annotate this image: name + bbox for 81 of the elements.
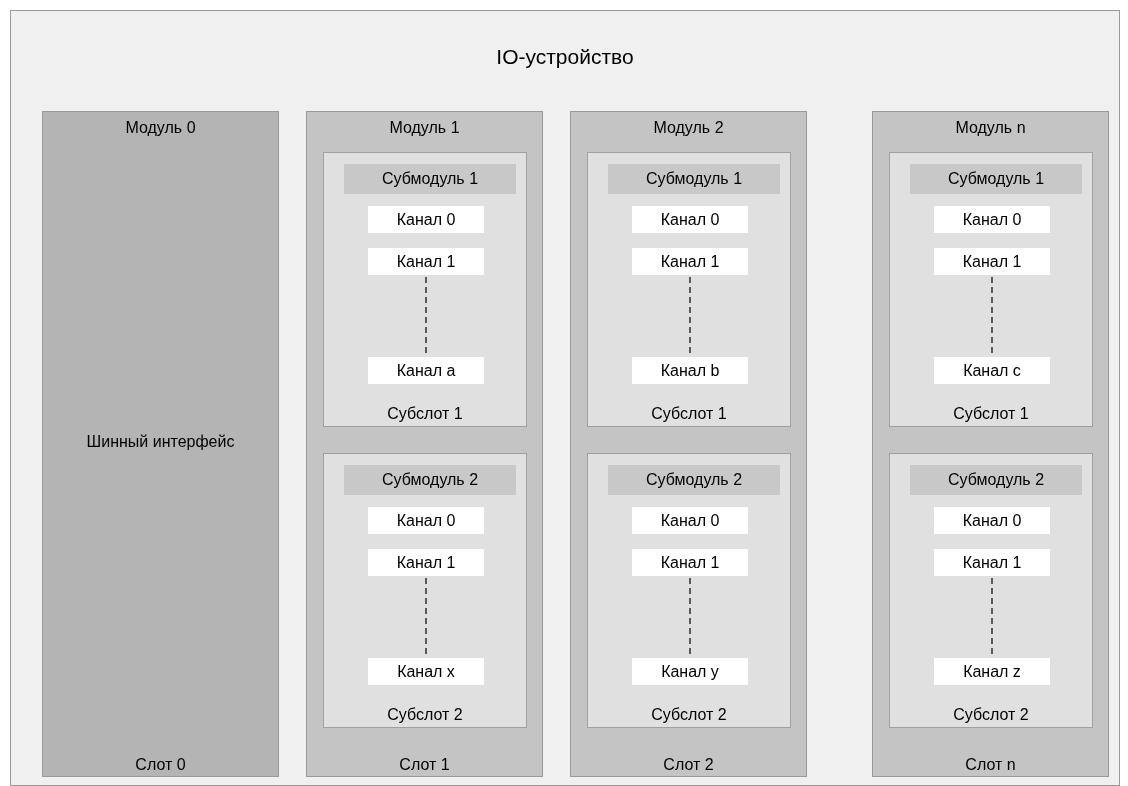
channel-label: Канал 1 bbox=[660, 554, 720, 572]
device-panel bbox=[10, 10, 1120, 786]
subslot-panel bbox=[889, 453, 1093, 728]
channel-label: Канал b bbox=[660, 362, 720, 380]
channel-label: Канал 0 bbox=[962, 512, 1022, 530]
interface-label: Шинный интерфейс bbox=[85, 432, 236, 452]
submodule-bar bbox=[910, 164, 1082, 194]
module-panel bbox=[306, 111, 543, 777]
channel-label: Канал 0 bbox=[660, 512, 720, 530]
channel-box bbox=[934, 549, 1050, 576]
module-title: Модуль n bbox=[955, 119, 1026, 137]
module-panel bbox=[570, 111, 807, 777]
subslot-panel bbox=[587, 152, 791, 427]
subslot-label: Субслот 2 bbox=[953, 706, 1029, 724]
slot-label: Слот 0 bbox=[135, 756, 186, 774]
subslot-panel bbox=[323, 152, 527, 427]
slot-label: Слот 1 bbox=[399, 756, 450, 774]
channel-label: Канал 1 bbox=[396, 554, 456, 572]
module-title: Модуль 1 bbox=[389, 119, 460, 137]
dashed-connector bbox=[689, 577, 691, 657]
channel-label: Канал 1 bbox=[962, 253, 1022, 271]
subslot-label: Субслот 2 bbox=[651, 706, 727, 724]
channel-label: Канал 0 bbox=[660, 211, 720, 229]
channel-label: Канал 1 bbox=[962, 554, 1022, 572]
channel-box bbox=[632, 357, 748, 384]
submodule-label: Субмодуль 2 bbox=[947, 471, 1045, 489]
submodule-label: Субмодуль 1 bbox=[645, 170, 743, 188]
module-panel bbox=[872, 111, 1109, 777]
channel-box bbox=[368, 206, 484, 233]
channel-box bbox=[368, 658, 484, 685]
subslot-label: Субслот 2 bbox=[387, 706, 463, 724]
channel-label: Канал 0 bbox=[396, 211, 456, 229]
channel-label: Канал y bbox=[661, 663, 719, 681]
channel-label: Канал x bbox=[397, 663, 455, 681]
channel-label: Канал 0 bbox=[396, 512, 456, 530]
subslot-panel bbox=[587, 453, 791, 728]
dashed-connector bbox=[425, 276, 427, 356]
channel-label: Канал c bbox=[963, 362, 1021, 380]
channel-label: Канал 1 bbox=[660, 253, 720, 271]
submodule-bar bbox=[344, 465, 516, 495]
channel-box bbox=[934, 507, 1050, 534]
module-panel bbox=[42, 111, 279, 777]
channel-box bbox=[934, 658, 1050, 685]
module-title: Модуль 0 bbox=[125, 119, 196, 137]
channel-box bbox=[632, 206, 748, 233]
dashed-connector bbox=[425, 577, 427, 657]
subslot-panel bbox=[323, 453, 527, 728]
channel-box bbox=[368, 507, 484, 534]
submodule-label: Субмодуль 2 bbox=[645, 471, 743, 489]
channel-label: Канал a bbox=[396, 362, 456, 380]
submodule-label: Субмодуль 1 bbox=[947, 170, 1045, 188]
dashed-connector bbox=[991, 577, 993, 657]
subslot-label: Субслот 1 bbox=[953, 405, 1029, 423]
submodule-bar bbox=[608, 465, 780, 495]
channel-box bbox=[632, 507, 748, 534]
channel-label: Канал 0 bbox=[962, 211, 1022, 229]
submodule-label: Субмодуль 1 bbox=[381, 170, 479, 188]
submodule-bar bbox=[910, 465, 1082, 495]
channel-box bbox=[632, 248, 748, 275]
channel-box bbox=[368, 248, 484, 275]
channel-box bbox=[632, 549, 748, 576]
channel-box bbox=[368, 549, 484, 576]
submodule-bar bbox=[344, 164, 516, 194]
module-title: Модуль 2 bbox=[653, 119, 724, 137]
channel-box bbox=[934, 248, 1050, 275]
slot-label: Слот 2 bbox=[663, 756, 714, 774]
channel-label: Канал z bbox=[963, 663, 1021, 681]
channel-box bbox=[632, 658, 748, 685]
subslot-label: Субслот 1 bbox=[387, 405, 463, 423]
subslot-label: Субслот 1 bbox=[651, 405, 727, 423]
subslot-panel bbox=[889, 152, 1093, 427]
channel-box bbox=[934, 357, 1050, 384]
submodule-bar bbox=[608, 164, 780, 194]
channel-box bbox=[934, 206, 1050, 233]
dashed-connector bbox=[991, 276, 993, 356]
slot-label: Слот n bbox=[965, 756, 1016, 774]
dashed-connector bbox=[689, 276, 691, 356]
submodule-label: Субмодуль 2 bbox=[381, 471, 479, 489]
channel-box bbox=[368, 357, 484, 384]
channel-label: Канал 1 bbox=[396, 253, 456, 271]
device-title: IO-устройство bbox=[496, 44, 634, 69]
